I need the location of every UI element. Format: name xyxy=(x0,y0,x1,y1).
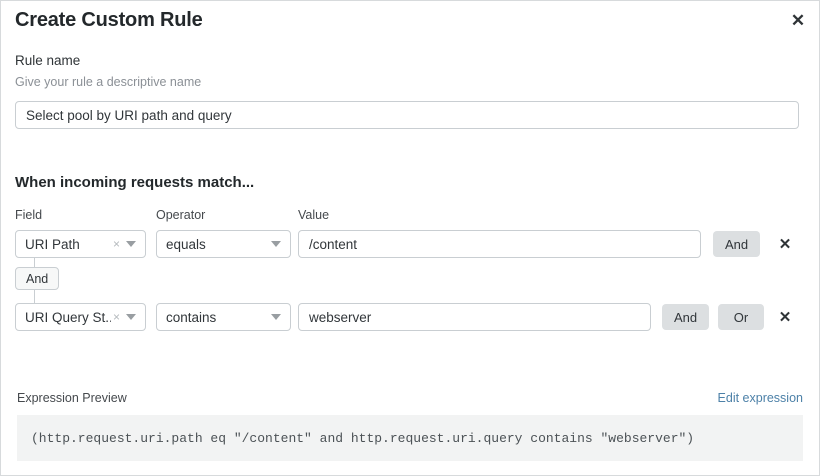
operator-select-2[interactable]: contains xyxy=(156,303,291,331)
chevron-down-icon[interactable] xyxy=(126,241,136,247)
expression-preview-code: (http.request.uri.path eq "/content" and… xyxy=(31,430,695,446)
condition-row: URI Query St... × contains And Or ✕ xyxy=(1,303,820,333)
delete-condition-icon-1[interactable]: ✕ xyxy=(778,235,792,253)
column-header-value: Value xyxy=(298,208,330,222)
condition-row: URI Path × equals And ✕ xyxy=(1,230,820,260)
connector-and-badge[interactable]: And xyxy=(15,267,60,290)
expression-preview-label: Expression Preview xyxy=(17,391,127,405)
column-header-operator: Operator xyxy=(156,208,206,222)
connector-line-bottom xyxy=(34,290,35,303)
operator-select-2-value: contains xyxy=(166,309,217,325)
chevron-down-icon[interactable] xyxy=(271,241,281,247)
connector-line-top xyxy=(34,258,35,267)
field-select-2[interactable]: URI Query St... × xyxy=(15,303,146,331)
page-title: Create Custom Rule xyxy=(15,9,203,31)
rule-name-help-text: Give your rule a descriptive name xyxy=(15,75,202,89)
field-select-1[interactable]: URI Path × xyxy=(15,230,146,258)
add-and-condition-button-1[interactable]: And xyxy=(713,231,761,257)
match-section-title: When incoming requests match... xyxy=(15,174,255,191)
field-select-1-value: URI Path xyxy=(25,236,80,252)
edit-expression-link[interactable]: Edit expression xyxy=(717,391,803,405)
add-and-condition-button-2[interactable]: And xyxy=(662,304,710,330)
clear-icon[interactable]: × xyxy=(112,237,120,251)
chevron-down-icon[interactable] xyxy=(126,314,136,320)
chevron-down-icon[interactable] xyxy=(271,314,281,320)
operator-select-1[interactable]: equals xyxy=(156,230,291,258)
operator-select-1-value: equals xyxy=(166,236,206,252)
delete-condition-icon-2[interactable]: ✕ xyxy=(778,308,792,326)
close-icon[interactable]: ✕ xyxy=(790,10,806,30)
column-header-field: Field xyxy=(15,208,43,222)
field-select-2-value: URI Query St... xyxy=(25,309,111,325)
value-input-1[interactable] xyxy=(298,230,701,258)
clear-icon[interactable]: × xyxy=(112,310,120,324)
expression-preview-box: (http.request.uri.path eq "/content" and… xyxy=(17,415,803,461)
rule-name-input[interactable] xyxy=(15,101,799,129)
value-input-2[interactable] xyxy=(298,303,651,331)
condition-connector: And xyxy=(15,258,135,307)
rule-name-label: Rule name xyxy=(15,53,81,68)
add-or-condition-button-2[interactable]: Or xyxy=(718,304,764,330)
